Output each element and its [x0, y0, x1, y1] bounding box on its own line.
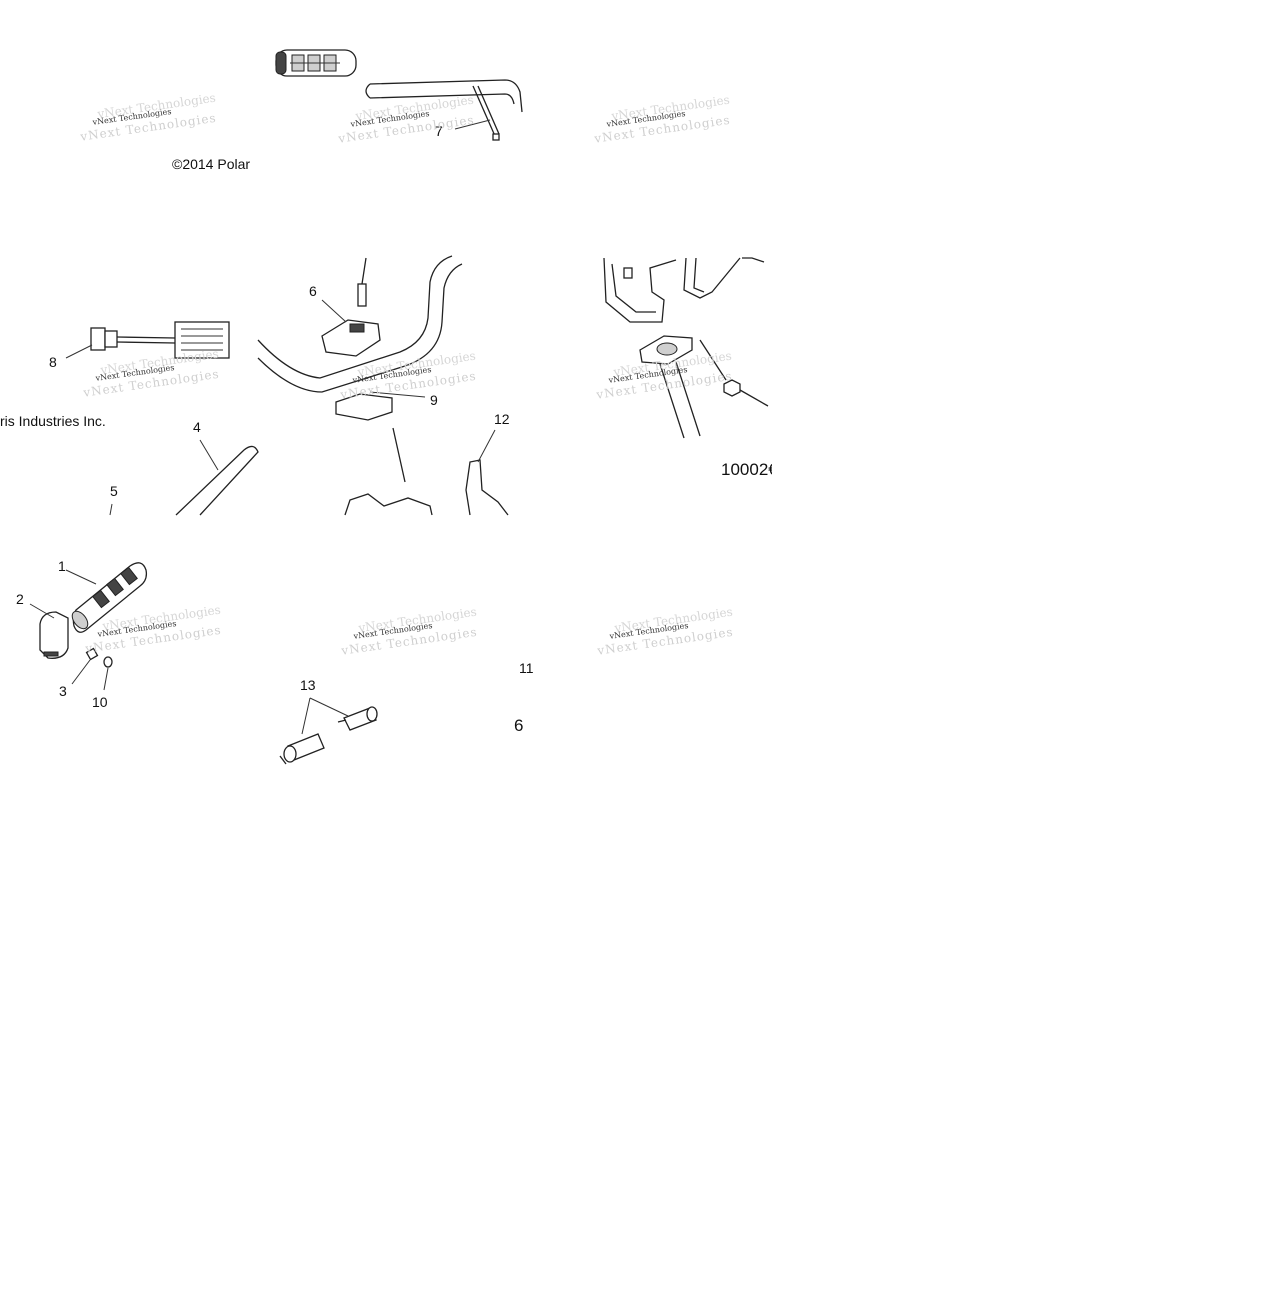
copyright-text-2: ris Industries Inc. [0, 413, 106, 429]
callout-3: 3 [59, 683, 67, 699]
callout-2: 2 [16, 591, 24, 607]
callout-9: 9 [430, 392, 438, 408]
grip-top [275, 49, 357, 77]
reference-number: 10002€ [721, 460, 772, 479]
handlebar-center [257, 255, 509, 516]
callout-7: 7 [435, 123, 443, 139]
callout-11: 11 [519, 660, 534, 676]
callout-6: 6 [309, 283, 317, 299]
callout-1: 1 [58, 558, 66, 574]
throttle-parts [279, 697, 378, 765]
callout-6-bottom: 6 [514, 716, 524, 735]
grip-bottom [29, 562, 148, 691]
callout-4: 4 [193, 419, 201, 435]
bar-tube-top [365, 79, 523, 141]
mount-bracket [603, 257, 769, 439]
callout-10: 10 [92, 694, 108, 710]
callout-5: 5 [110, 483, 118, 499]
bar-4 [109, 439, 259, 516]
callout-12: 12 [494, 411, 510, 427]
copyright-text-1: ©2014 Polar [172, 156, 251, 172]
callout-8: 8 [49, 354, 57, 370]
callout-13: 13 [300, 677, 316, 693]
heater-element [65, 321, 230, 359]
